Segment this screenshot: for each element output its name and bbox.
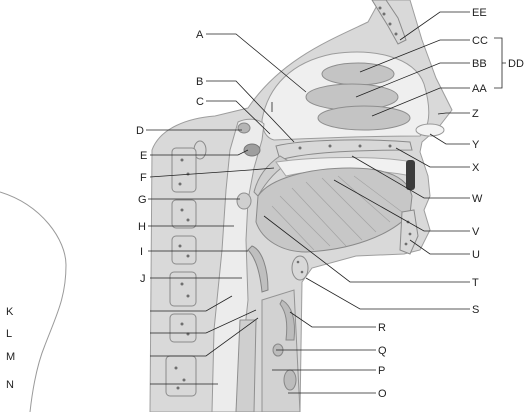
tracheal-ring (283, 369, 297, 391)
label-U: U (472, 249, 480, 261)
pharyngeal-tonsil (237, 122, 251, 134)
mandible (399, 209, 419, 255)
label-E: E (140, 150, 147, 162)
label-F: F (140, 172, 147, 184)
label-CC: CC (472, 35, 488, 47)
label-G: G (138, 194, 147, 206)
dd-bracket (494, 37, 506, 89)
label-A: A (196, 29, 204, 41)
label-N: N (6, 379, 14, 391)
label-texts: A B C D E F G H I J K L M N O P Q R S T … (6, 7, 524, 400)
tubal-opening (243, 143, 261, 157)
label-W: W (472, 193, 483, 205)
nasal-bone (371, 0, 407, 45)
label-C: C (196, 96, 204, 108)
head-back-outline (0, 191, 67, 412)
label-V: V (472, 226, 480, 238)
cervical-spine (165, 140, 207, 397)
label-R: R (378, 322, 386, 334)
upper-incisor (406, 160, 415, 190)
tongue-muscle-fibers (271, 175, 403, 251)
nostril (415, 123, 445, 137)
label-S: S (472, 304, 479, 316)
superior-concha (321, 62, 395, 86)
label-Y: Y (472, 139, 480, 151)
esophagus (235, 319, 257, 412)
label-X: X (472, 162, 480, 174)
uvula (236, 192, 252, 210)
label-DD: DD (508, 58, 524, 70)
leader-lines (146, 11, 470, 394)
label-J: J (140, 273, 146, 285)
label-L: L (6, 328, 12, 340)
thyroid-cartilage (279, 299, 295, 341)
label-EE: EE (472, 7, 487, 19)
label-P: P (378, 365, 385, 377)
label-Q: Q (378, 345, 387, 357)
label-O: O (378, 388, 387, 400)
nasopharynx-airway (211, 118, 265, 412)
label-I: I (140, 246, 143, 258)
inferior-concha (317, 105, 411, 131)
label-T: T (472, 277, 479, 289)
label-K: K (6, 306, 14, 318)
label-D: D (136, 125, 144, 137)
label-B: B (196, 76, 203, 88)
hard-palate (275, 139, 413, 161)
label-BB: BB (472, 58, 487, 70)
hyoid-bone (291, 255, 309, 281)
label-H: H (138, 221, 146, 233)
epiglottis (247, 245, 269, 293)
label-AA: AA (472, 83, 487, 95)
label-M: M (6, 351, 15, 363)
label-Z: Z (472, 108, 479, 120)
